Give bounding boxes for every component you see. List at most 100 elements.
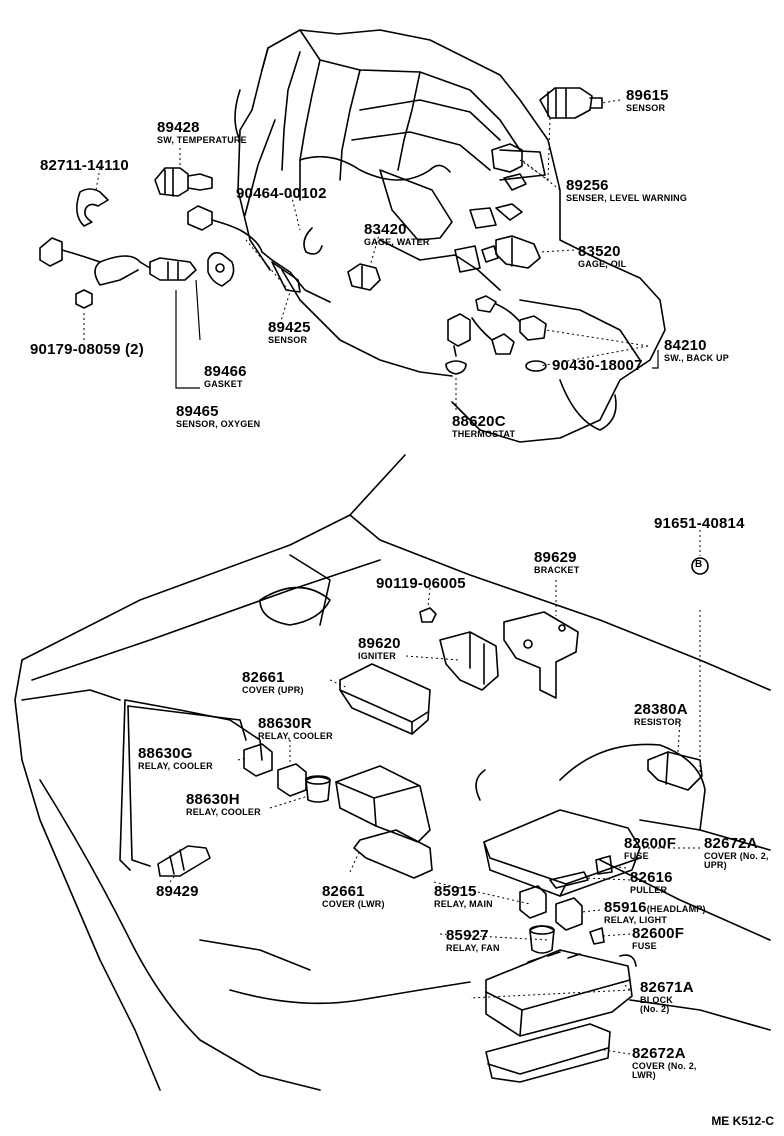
part-description: BRACKET xyxy=(534,565,580,575)
part-number: 90430-18007 xyxy=(552,357,643,374)
block-82671a xyxy=(485,949,637,1037)
temp-switch-89428 xyxy=(154,167,213,197)
part-label-82672a-lwr: 82672A COVER (No. 2, LWR) xyxy=(632,1046,706,1080)
part-label-89428: 89428 SW, TEMPERATURE xyxy=(157,120,247,145)
part-number: 85916 xyxy=(604,899,647,916)
part-description: SENSOR, OXYGEN xyxy=(176,419,261,429)
part-description: COVER (No. 2, UPR) xyxy=(704,851,769,870)
fuse-82600f xyxy=(589,855,613,945)
bracket-89629 xyxy=(503,611,579,699)
part-label-28380a: 28380A RESISTOR xyxy=(634,702,688,727)
washer-90430 xyxy=(525,360,547,372)
part-label-90464: 90464-00102 xyxy=(236,186,327,201)
part-label-88620c: 88620C THERMOSTAT xyxy=(452,414,515,439)
part-number: 82600F xyxy=(632,925,685,942)
part-description: RESISTOR xyxy=(634,717,682,727)
part-number: 90119-06005 xyxy=(376,575,466,592)
part-label-85916: 85916(HEADLAMP) RELAY, LIGHT xyxy=(604,900,706,925)
part-label-82661-lwr: 82661 COVER (LWR) xyxy=(322,884,385,909)
part-description: RELAY, COOLER xyxy=(258,731,333,741)
part-description: RELAY, LIGHT xyxy=(604,915,668,925)
part-description: RELAY, FAN xyxy=(446,943,500,953)
part-label-82661-upr: 82661 COVER (UPR) xyxy=(242,670,304,695)
nut-90179 xyxy=(75,289,93,309)
level-sensor-89256 xyxy=(491,143,527,221)
part-label-88630h: 88630H RELAY, COOLER xyxy=(186,792,261,817)
part-number: 88620C xyxy=(452,413,506,430)
relay-box xyxy=(335,765,433,879)
part-label-89465: 89465 SENSOR, OXYGEN xyxy=(176,404,260,429)
part-label-89256: 89256 SENSER, LEVEL WARNING xyxy=(566,178,687,203)
part-number: 82661 xyxy=(322,883,365,900)
backup-switch-84210 xyxy=(471,295,547,355)
part-label-88630r: 88630R RELAY, COOLER xyxy=(258,716,333,741)
part-description: RELAY, COOLER xyxy=(186,807,261,817)
part-label-83520: 83520 GAGE, OIL xyxy=(578,244,626,269)
part-number: 84210 xyxy=(664,337,707,354)
part-number: 89629 xyxy=(534,549,577,566)
relay-85915 xyxy=(519,885,547,919)
part-description: SENSOR xyxy=(268,335,308,345)
diagram-code: ME K512-C xyxy=(711,1114,774,1128)
part-description: GAGE, OIL xyxy=(578,259,627,269)
part-description: SW, TEMPERATURE xyxy=(157,135,247,145)
part-label-82671a: 82671A BLOCK (No. 2) xyxy=(640,980,694,1014)
part-label-91651: 91651-40814 xyxy=(654,516,745,531)
part-number: 89466 xyxy=(204,363,247,380)
clip-82711 xyxy=(76,188,109,227)
water-gauge-83420 xyxy=(347,263,381,291)
part-note: (HEADLAMP) xyxy=(646,904,706,914)
sensor-89425 xyxy=(187,205,331,303)
part-number: 82672A xyxy=(704,835,758,852)
part-number: 83520 xyxy=(578,243,621,260)
bracket-lines xyxy=(175,279,659,389)
part-description: COVER (LWR) xyxy=(322,899,385,909)
part-number: 88630R xyxy=(258,715,312,732)
part-description: SENSOR xyxy=(626,103,666,113)
part-label-85927: 85927 RELAY, FAN xyxy=(446,928,500,953)
part-description: COVER (No. 2, LWR) xyxy=(632,1061,697,1080)
sensor-89429 xyxy=(157,845,211,877)
part-label-82600f-upper: 82600F FUSE xyxy=(624,836,676,861)
part-number: 91651-40814 xyxy=(654,515,745,532)
gasket-89466 xyxy=(207,252,235,287)
car-body-illustration xyxy=(14,454,771,1091)
leader-lines xyxy=(83,99,701,1055)
part-label-89425: 89425 SENSOR xyxy=(268,320,311,345)
oil-gauge-83520 xyxy=(481,235,541,269)
part-description: THERMOSTAT xyxy=(452,429,516,439)
cover-82672a-lwr xyxy=(485,1023,611,1083)
part-description: PULLER xyxy=(630,885,668,895)
part-description: SENSER, LEVEL WARNING xyxy=(566,193,688,203)
part-label-90119: 90119-06005 xyxy=(376,576,466,591)
bolt-marker-icon xyxy=(691,557,709,575)
part-label-89429: 89429 xyxy=(156,884,199,899)
part-label-85915: 85915 RELAY, MAIN xyxy=(434,884,493,909)
part-label-90179: 90179-08059 (2) xyxy=(30,342,144,357)
part-description: FUSE xyxy=(632,941,657,951)
part-number: 85927 xyxy=(446,927,489,944)
part-number: 82671A xyxy=(640,979,694,996)
clamp-90464 xyxy=(303,227,323,255)
part-number: 89256 xyxy=(566,177,609,194)
part-description: COVER (UPR) xyxy=(242,685,304,695)
part-description: RELAY, COOLER xyxy=(138,761,213,771)
oxygen-sensor-89465 xyxy=(39,237,197,286)
cover-upr-82661 xyxy=(339,663,431,735)
part-description: RELAY, MAIN xyxy=(434,899,493,909)
engine-illustration xyxy=(234,29,666,443)
relay-88630h xyxy=(305,775,331,803)
part-number: 89429 xyxy=(156,883,199,900)
part-description: IGNITER xyxy=(358,651,396,661)
part-number: 83420 xyxy=(364,221,407,238)
part-label-89620: 89620 IGNITER xyxy=(358,636,401,661)
relay-88630r xyxy=(277,763,307,797)
part-label-82711: 82711-14110 xyxy=(40,158,129,173)
part-number: 88630H xyxy=(186,791,240,808)
resistor-28380a xyxy=(647,751,703,791)
part-label-83420: 83420 GAGE, WATER xyxy=(364,222,430,247)
part-label-82672a-upr: 82672A COVER (No. 2, UPR) xyxy=(704,836,772,870)
part-description: SW., BACK UP xyxy=(664,353,729,363)
part-number: 82616 xyxy=(630,869,673,886)
